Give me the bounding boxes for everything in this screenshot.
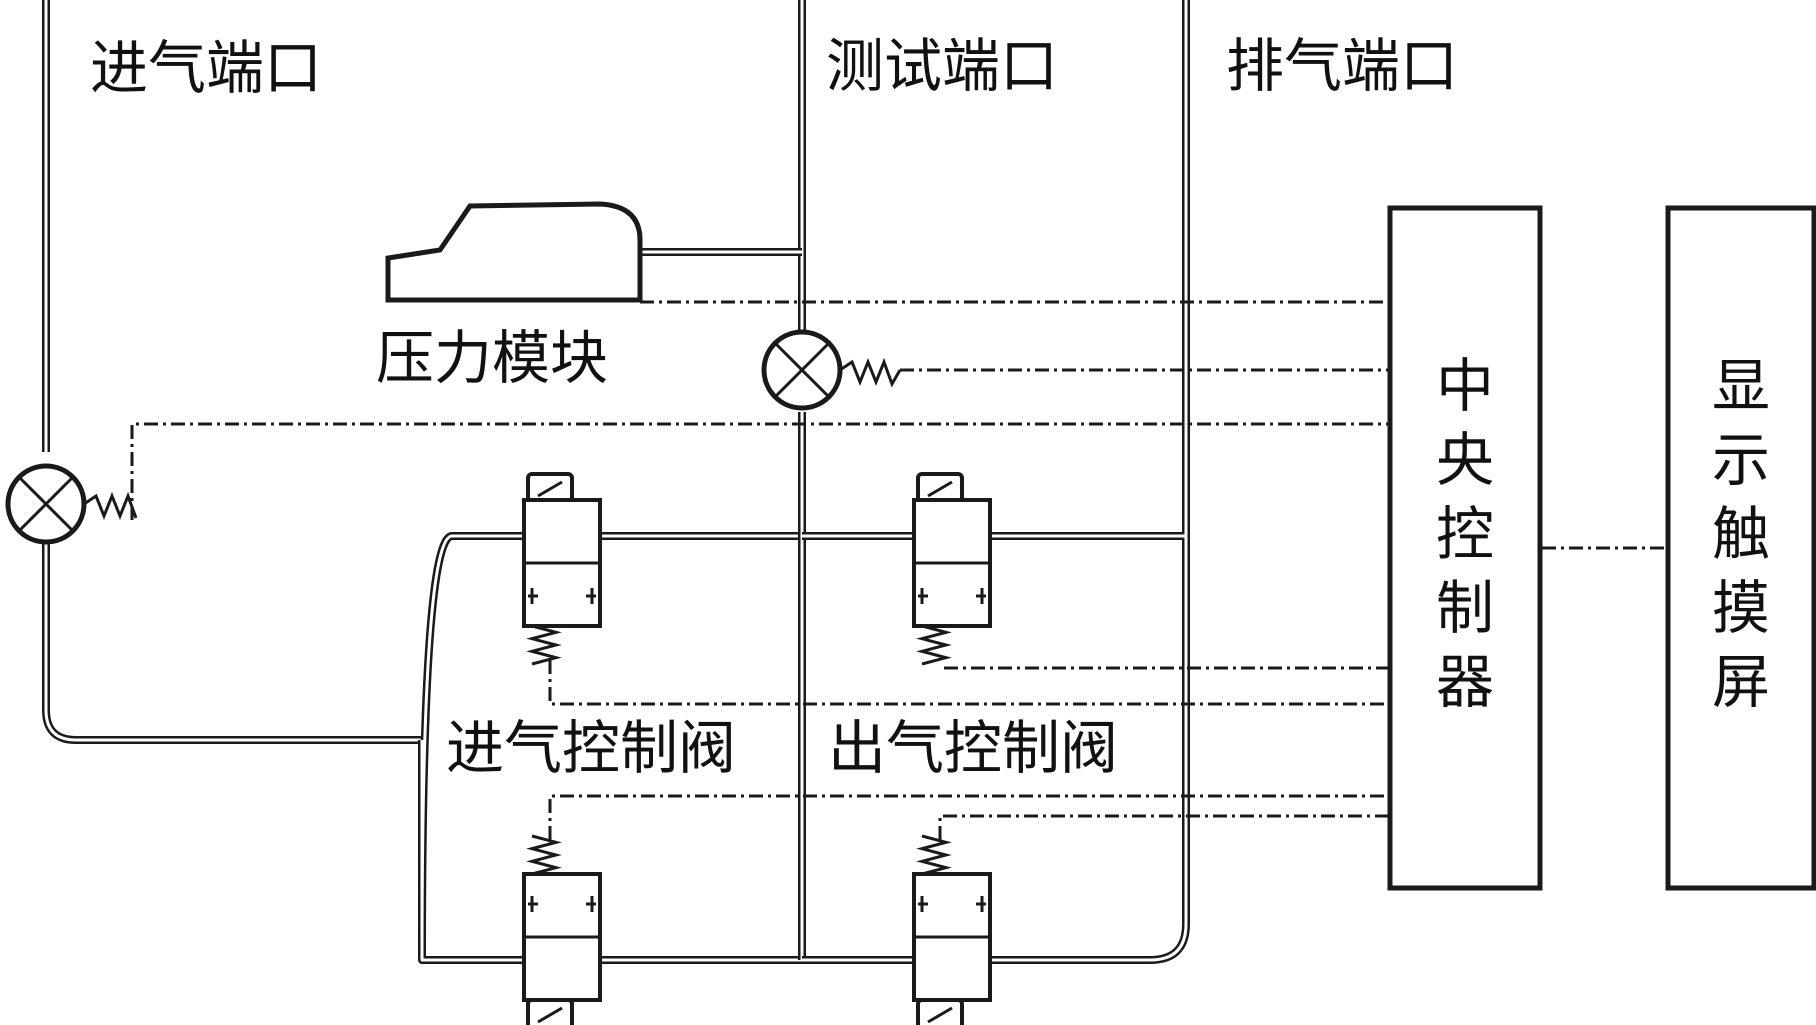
display-char: 屏: [1712, 648, 1770, 716]
controller-char: 制: [1436, 574, 1494, 642]
display-char: 显: [1712, 352, 1770, 420]
valve-group: [522, 472, 992, 1025]
display-touchscreen-box: [1665, 205, 1816, 891]
outlet-valve-upper: [912, 472, 992, 666]
exhaust-port-label: 排气端口: [1226, 32, 1458, 100]
solenoid-coil-icon: [526, 998, 574, 1025]
signal-inlet-valve-lower: [548, 794, 1390, 840]
inlet-valve-label: 进气控制阀: [446, 714, 736, 782]
valve-spring-icon: [916, 624, 952, 666]
controller-char: 中: [1436, 352, 1494, 420]
inlet-port-label: 进气端口: [90, 34, 322, 102]
pipe-network: [42, 0, 1190, 964]
solenoid-coil-icon: [916, 998, 964, 1025]
display-char: 摸: [1712, 574, 1770, 642]
test-pressure-sensor-icon: [761, 329, 902, 411]
valve-spring-icon: [526, 834, 562, 876]
controller-char: 控: [1436, 500, 1494, 568]
display-label: 显 示 触 摸 屏: [1712, 352, 1770, 716]
controller-char: 器: [1436, 648, 1494, 716]
test-port-label: 测试端口: [826, 32, 1058, 100]
inlet-valve-upper: [522, 472, 602, 666]
signal-inlet-valve-upper: [548, 660, 1390, 706]
signal-outlet-valve-lower: [938, 814, 1390, 840]
controller-label: 中 央 控 制 器: [1436, 352, 1494, 716]
central-controller-box: [1387, 205, 1543, 891]
signal-inlet-sensor: [130, 422, 1390, 520]
inlet-pressure-sensor-icon: [5, 463, 138, 545]
outlet-valve-lower: [912, 834, 992, 1025]
pressure-module-label: 压力模块: [376, 324, 608, 392]
valve-spring-icon: [526, 624, 562, 666]
controller-char: 央: [1436, 426, 1494, 494]
outlet-valve-label: 出气控制阀: [828, 714, 1118, 782]
signal-lines: [130, 300, 1668, 840]
display-char: 示: [1712, 426, 1770, 494]
display-char: 触: [1712, 500, 1770, 568]
pressure-module-shape: [385, 201, 643, 303]
valve-spring-icon: [916, 834, 952, 876]
inlet-valve-lower: [522, 834, 602, 1025]
